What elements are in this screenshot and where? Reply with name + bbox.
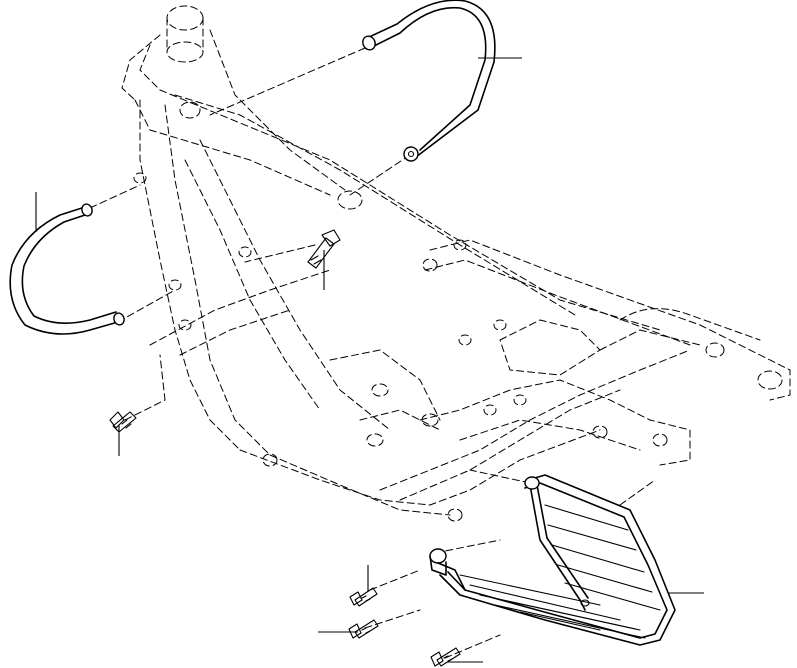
leader-lines (35, 57, 704, 663)
lower-grid-guard (429, 474, 676, 646)
bolt-lower-1 (349, 587, 378, 607)
motorcycle-frame-phantom (121, 5, 791, 522)
upper-guard-bar (362, 0, 496, 162)
bolt-upper (307, 229, 341, 269)
bolt-lower-2 (348, 619, 379, 639)
left-guard-bar (9, 203, 125, 335)
bolt-lower-3 (430, 647, 461, 667)
explosion-center-lines (89, 47, 656, 659)
bolt-left (109, 411, 137, 433)
